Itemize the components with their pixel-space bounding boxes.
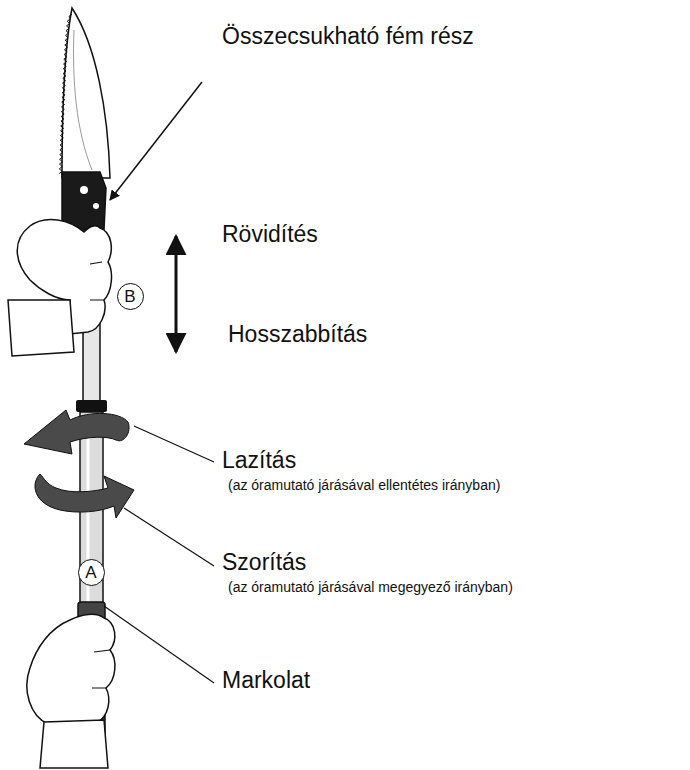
- note-text: (az óramutató járásával ellentétes irány…: [228, 478, 500, 493]
- pivot-bolt: [80, 186, 88, 194]
- lower-cuff: [40, 720, 108, 768]
- callout-letter: A: [85, 564, 96, 581]
- callout-circle: A: [78, 559, 105, 586]
- blade-ridge: [74, 30, 92, 170]
- lock-pin: [93, 203, 99, 209]
- leader-line: [110, 82, 202, 200]
- direction-label: Hosszabbítás: [228, 322, 367, 347]
- tighten-arrow: [35, 474, 134, 518]
- saw-blade: [62, 8, 110, 178]
- part-label: Összecsukható fém rész: [222, 24, 474, 49]
- lock-collar: [76, 400, 107, 412]
- loosen-arrow: [24, 410, 129, 454]
- note-text: (az óramutató járásával megegyező irányb…: [228, 580, 513, 595]
- part-label: Markolat: [222, 668, 310, 693]
- leader-line: [104, 606, 214, 683]
- lower-glove: [27, 614, 115, 724]
- saw-teeth: [59, 14, 72, 174]
- length-arrow: [175, 236, 178, 352]
- saw-teeth: [59, 14, 72, 174]
- callout-letter: B: [124, 288, 135, 305]
- action-label: Lazítás: [222, 448, 296, 473]
- leader-line: [134, 426, 214, 462]
- direction-label: Rövidítés: [222, 222, 318, 247]
- glove-fingers: [92, 650, 110, 688]
- leader-line: [124, 508, 214, 566]
- glove-fingers: [90, 262, 104, 300]
- callout-circle: B: [117, 283, 144, 310]
- action-label: Szorítás: [222, 550, 306, 575]
- upper-cuff: [8, 300, 74, 356]
